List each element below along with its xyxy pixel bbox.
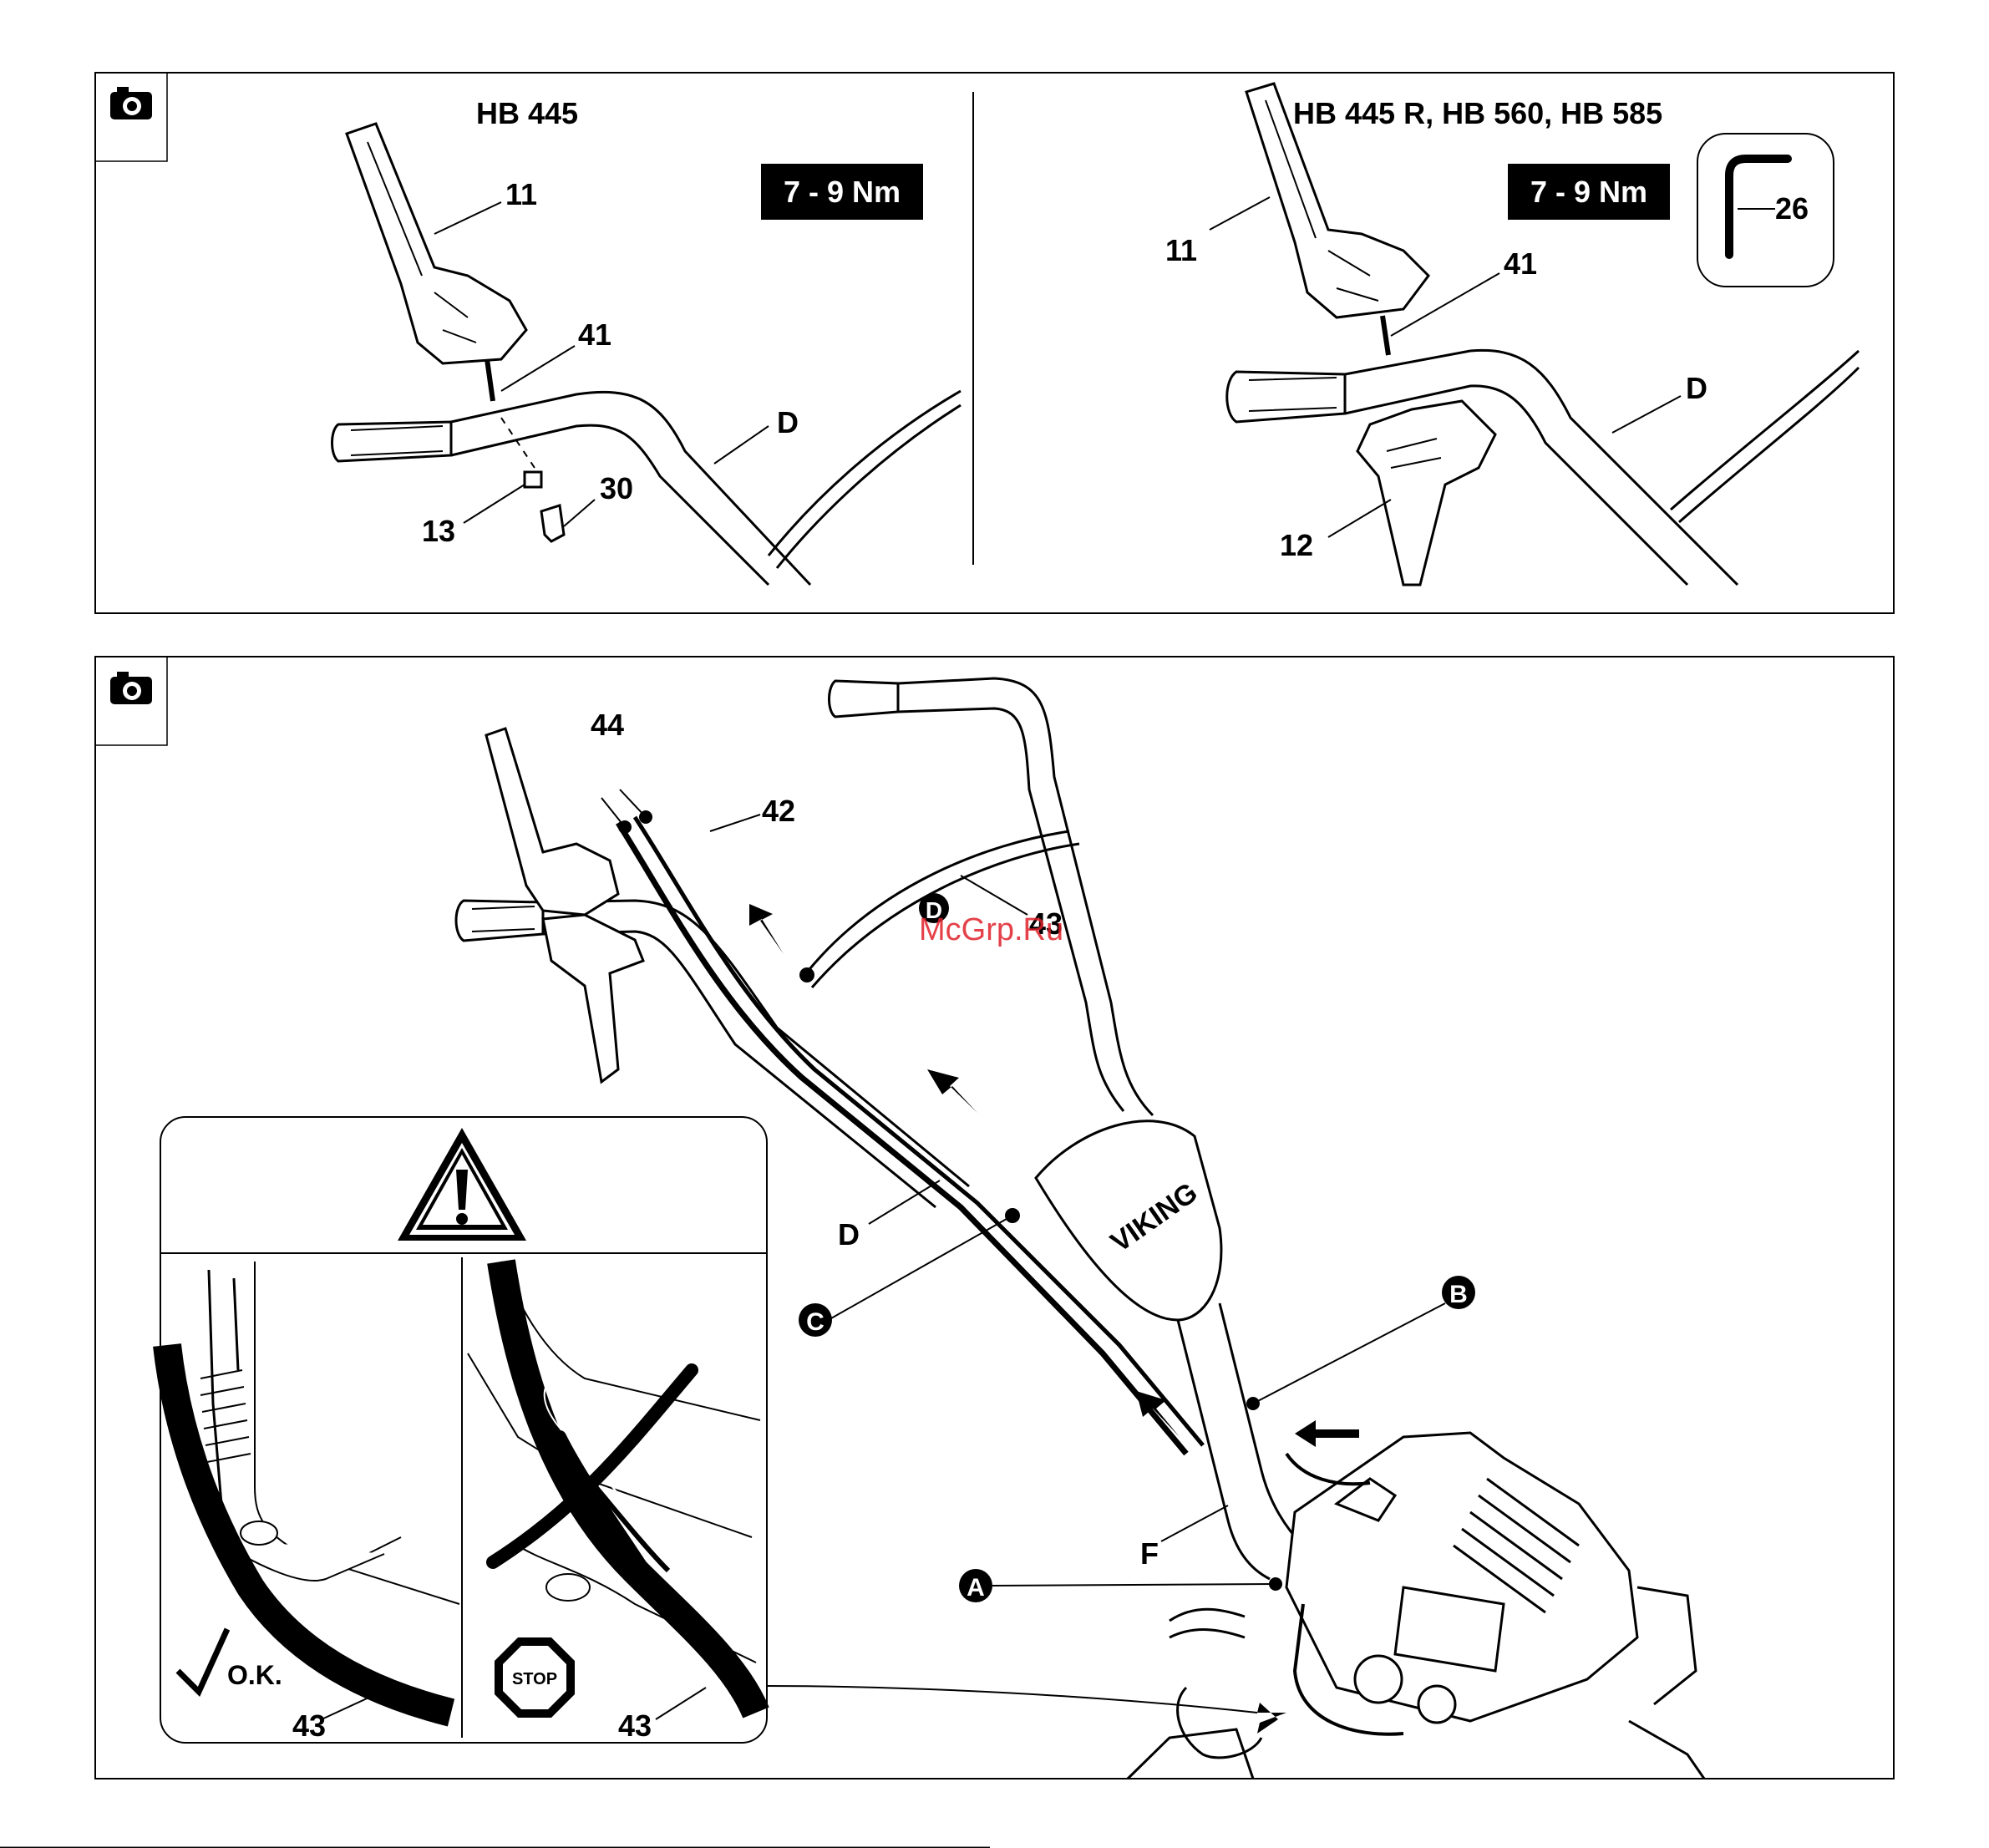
callout-42: 42: [762, 794, 795, 828]
allen-key-tool-box: 26: [1697, 134, 1834, 287]
bottom-panel: VIKING: [95, 657, 1894, 1779]
top-panel: HB 445 7 - 9 Nm 11: [95, 73, 1894, 613]
callout-12: 12: [1280, 528, 1313, 562]
callout-d-bottom: D: [838, 1217, 860, 1251]
callout-44: 44: [591, 708, 624, 742]
watermark: McGrp.Ru: [919, 912, 1063, 947]
callout-a: A: [967, 1574, 985, 1602]
callout-11-left: 11: [505, 177, 537, 211]
callout-11-right: 11: [1165, 233, 1197, 267]
stop-label: STOP: [512, 1670, 557, 1688]
callout-26: 26: [1775, 191, 1809, 226]
callout-41-left: 41: [578, 317, 611, 352]
torque-label-right: 7 - 9 Nm: [1530, 175, 1647, 209]
callout-43-ok: 43: [292, 1708, 326, 1743]
ok-label: O.K.: [227, 1660, 282, 1690]
callout-13: 13: [422, 514, 455, 548]
stop-sign-icon: STOP: [495, 1637, 575, 1718]
callout-b: B: [1449, 1281, 1468, 1308]
torque-badge-left: 7 - 9 Nm: [761, 164, 923, 220]
callout-c: C: [806, 1308, 825, 1336]
right-title: HB 445 R, HB 560, HB 585: [1293, 96, 1662, 130]
callout-41-right: 41: [1504, 246, 1537, 281]
callout-d-left: D: [777, 405, 799, 439]
torque-label-left: 7 - 9 Nm: [784, 175, 901, 209]
torque-badge-right: 7 - 9 Nm: [1508, 164, 1670, 220]
callout-f: F: [1140, 1536, 1159, 1571]
warning-inset: O.K. 43 STOP 43: [160, 1117, 767, 1743]
left-title: HB 445: [476, 96, 578, 130]
callout-d-right: D: [1686, 371, 1707, 405]
callout-43-stop: 43: [618, 1708, 652, 1743]
callout-30: 30: [600, 471, 633, 505]
